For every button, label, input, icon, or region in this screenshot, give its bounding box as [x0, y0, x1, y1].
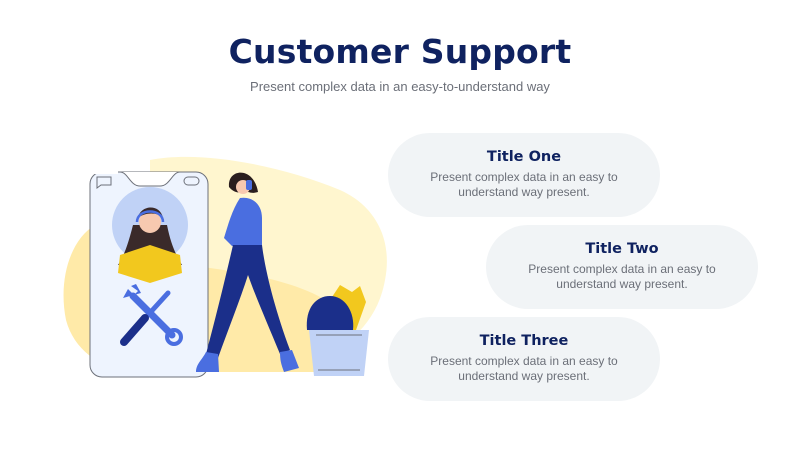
info-card-2: Title Two Present complex data in an eas…: [486, 225, 758, 309]
potted-plant-icon: [306, 285, 369, 376]
tools-icon: [120, 284, 183, 346]
wrench-icon: [123, 284, 183, 346]
chat-bubble-icon: [96, 176, 112, 189]
card-description: Present complex data in an easy to under…: [430, 170, 618, 199]
info-card-3: Title Three Present complex data in an e…: [388, 317, 660, 401]
card-title: Title Two: [585, 241, 659, 257]
card-description: Present complex data in an easy to under…: [528, 262, 716, 291]
page-title: Customer Support: [228, 32, 572, 71]
card-description: Present complex data in an easy to under…: [430, 354, 618, 383]
card-title: Title One: [486, 149, 562, 165]
page-subtitle: Present complex data in an easy-to-under…: [250, 79, 550, 94]
support-agent-icon: [112, 187, 188, 283]
card-title: Title Three: [479, 333, 569, 349]
headset-icon: [135, 210, 165, 223]
info-card-1: Title One Present complex data in an eas…: [388, 133, 660, 217]
woman-on-phone-figure: [196, 172, 299, 372]
screwdriver-icon: [120, 290, 171, 346]
